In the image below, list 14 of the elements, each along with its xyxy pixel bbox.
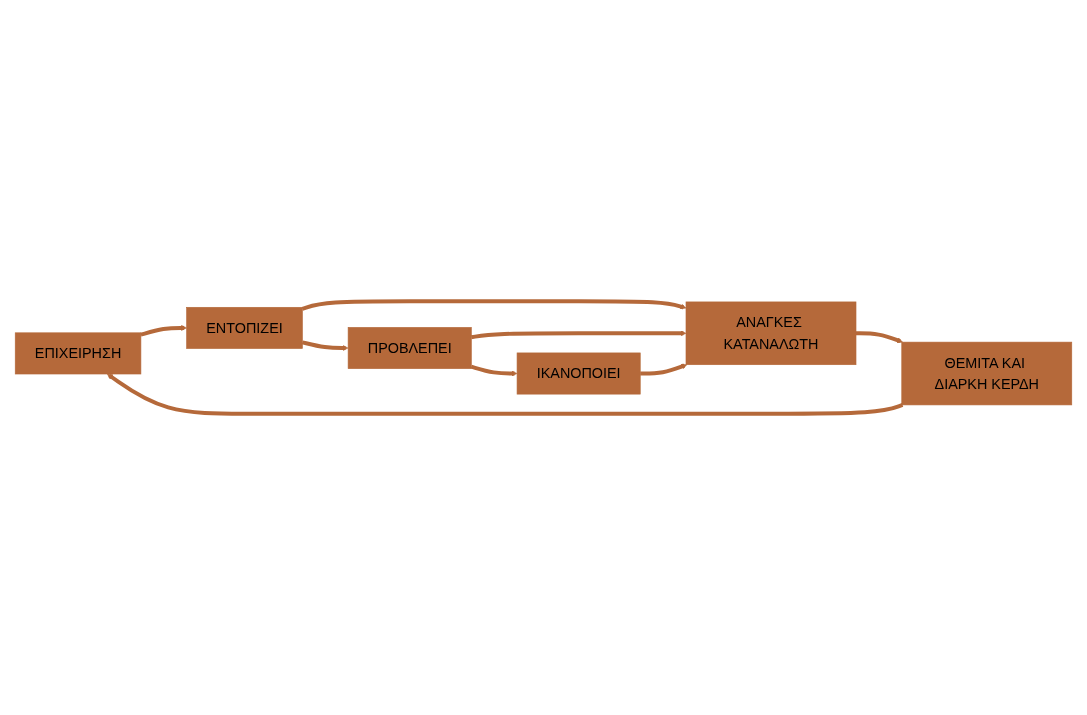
arrow [301, 299, 687, 311]
node-box: ΘΕΜΙΤΑ ΚΑΙ ΔΙΑΡΚΗ ΚΕΡΔΗ [901, 341, 1073, 406]
node-box: ΕΠΙΧΕΙΡΗΣΗ [14, 332, 142, 375]
node-box: ΙΚΑΝΟΠΟΙΕΙ [516, 352, 641, 395]
node-box: ΑΝΑΓΚΕΣ ΚΑΤΑΝΑΛΩΤΗ [685, 301, 857, 365]
arrow [140, 325, 187, 337]
arrow [640, 363, 688, 376]
node-box: ΕΝΤΟΠΙΖΕΙ [186, 307, 303, 349]
arrow [107, 373, 904, 416]
arrow [301, 340, 349, 351]
arrow [470, 330, 687, 340]
arrow [470, 364, 518, 377]
arrow [856, 331, 903, 344]
node-box: ΠΡΟΒΛΕΠΕΙ [347, 327, 472, 369]
